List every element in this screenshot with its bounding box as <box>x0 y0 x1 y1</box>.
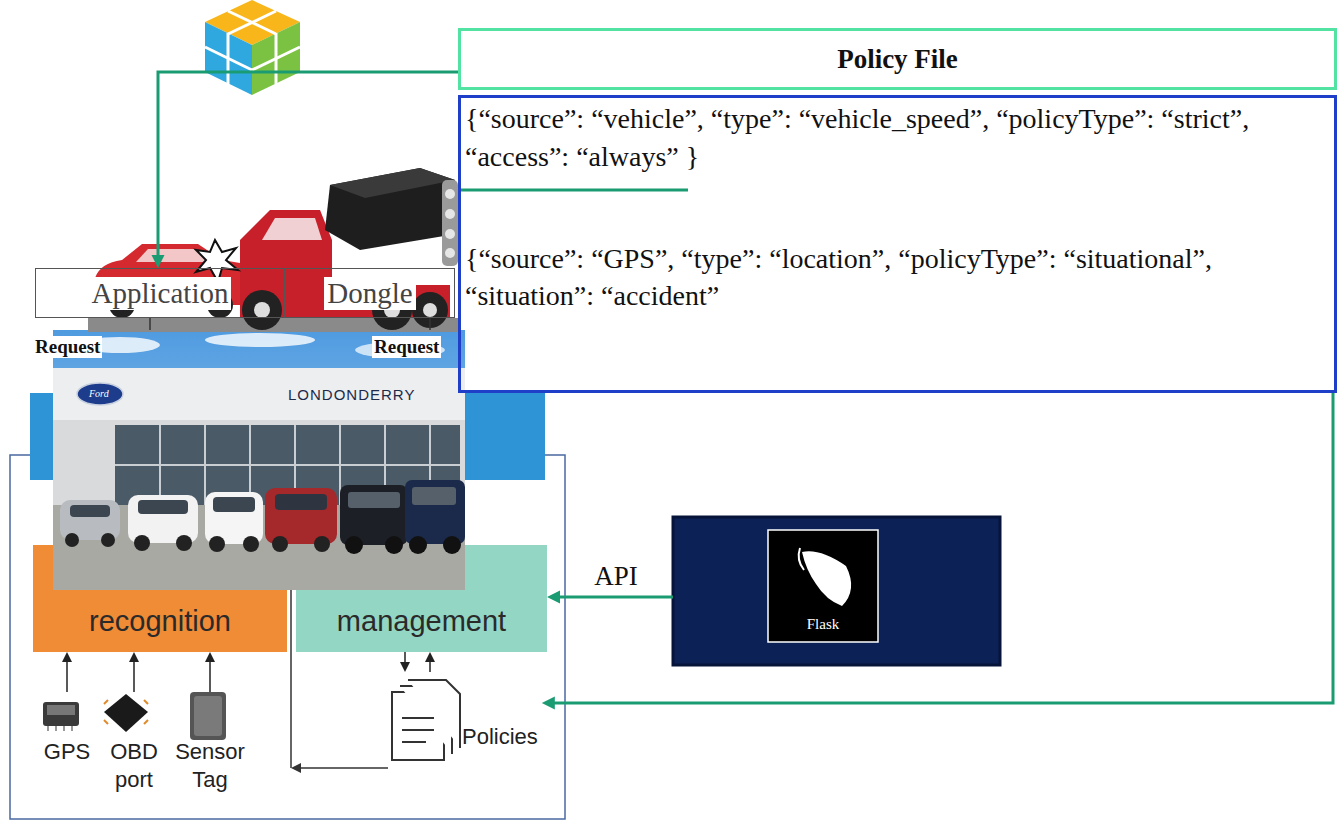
process-box: Application <box>35 268 285 318</box>
connector <box>554 393 1333 703</box>
sensor-device: GPS <box>28 692 106 766</box>
device-label: GPS <box>28 738 106 766</box>
module-box: management <box>296 590 547 652</box>
logo-label: Flask <box>768 616 878 633</box>
arrow-head <box>547 591 560 604</box>
connector <box>429 661 431 672</box>
device-label: OBD port <box>96 738 172 793</box>
connector <box>559 596 673 599</box>
sensor-device: Sensor Tag <box>163 692 257 793</box>
arrow-head <box>152 255 165 268</box>
flow-label: Request <box>33 336 102 358</box>
device-icon <box>43 692 226 740</box>
module-label: recognition <box>89 605 231 638</box>
sign-text: LONDONDERRY <box>288 386 415 403</box>
arrow-head <box>62 652 72 662</box>
arrow-head <box>400 662 410 672</box>
arrow-head <box>425 652 435 662</box>
crash-illustration <box>88 168 460 332</box>
logo-text: Ford <box>89 388 109 399</box>
document-icon <box>392 680 460 760</box>
arrow-head <box>542 697 555 710</box>
device-label: Sensor Tag <box>163 738 257 793</box>
box-label: Dongle <box>324 277 415 310</box>
box-title: Policy File <box>837 44 958 75</box>
system-housing <box>10 455 565 819</box>
policy-box: {“source”: “vehicle”, “type”: “vehicle_s… <box>458 95 1337 393</box>
module-box: recognition <box>33 590 287 652</box>
module-label: management <box>337 605 506 638</box>
connector <box>133 661 135 692</box>
arrow-head <box>205 652 215 662</box>
title-box: Policy File <box>458 28 1337 90</box>
connector <box>66 661 68 692</box>
connector <box>404 652 406 663</box>
policy-entry: {“source”: “GPS”, “type”: “location”, “p… <box>465 240 1330 316</box>
policy-store: Policies <box>388 672 542 750</box>
edge-label: API <box>592 561 640 592</box>
store-label: Policies <box>462 724 538 750</box>
box-label: Application <box>89 277 232 310</box>
server-box: Flask <box>673 517 1000 665</box>
flask-logo <box>673 517 1000 665</box>
process-box: Dongle <box>285 268 455 318</box>
policy-entry: {“source”: “vehicle”, “type”: “vehicle_s… <box>465 100 1330 176</box>
connector <box>209 661 211 692</box>
arrow-head <box>129 652 139 662</box>
sensor-device: OBD port <box>96 692 172 793</box>
cube-logo <box>205 0 300 95</box>
connector <box>158 72 458 256</box>
dealership-photo <box>53 330 465 590</box>
flow-label: Request <box>372 336 441 358</box>
